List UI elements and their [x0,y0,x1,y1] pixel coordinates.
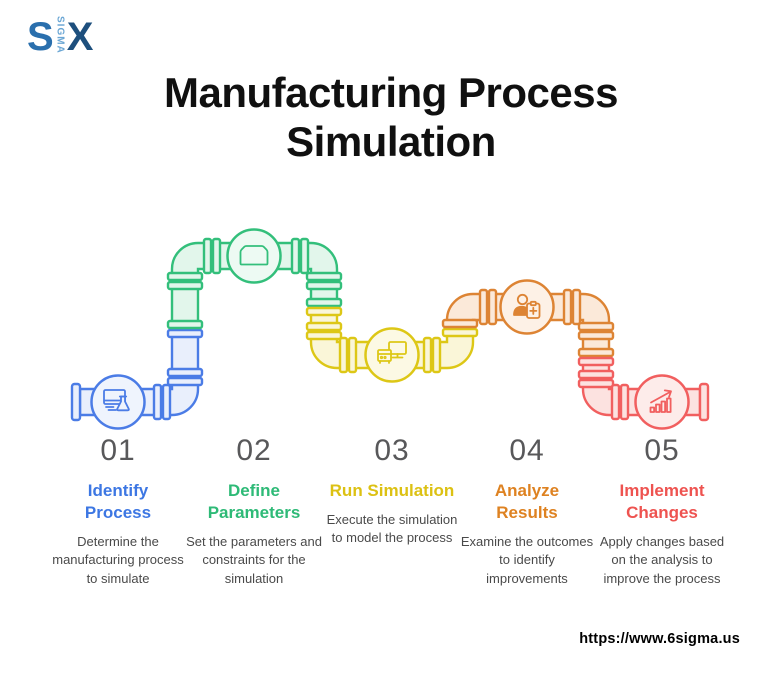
computer-flask-icon [103,389,130,412]
logo-sigma-vertical-text: SIGMA [54,16,66,54]
growth-chart-icon [649,389,672,413]
step-column-4: 04 Analyze Results Examine the outcomes … [459,434,595,588]
computer-terminal-icon [377,341,407,364]
six-sigma-logo: S SIGMA X [27,13,93,65]
step-description: Apply changes based on the analysis to i… [599,534,725,586]
pipe-flanges-yellow [305,306,479,374]
pipe-flanges-blue [152,328,204,421]
node-implement-changes [634,374,690,430]
step-description: Set the parameters and constraints for t… [186,534,322,586]
node-identify-process [90,374,146,430]
node-analyze-results [499,279,555,335]
step-number: 05 [644,434,680,467]
step-column-5: 05 Implement Changes Apply changes based… [594,434,730,588]
step-column-2: 02 Define Parameters Set the parameters … [186,434,322,588]
step-title: Run Simulation [329,481,455,500]
step-number: 02 [236,434,272,467]
node-run-simulation [364,327,420,383]
step-number: 04 [509,434,545,467]
step-title: Implement Changes [619,481,705,523]
step-column-3: 03 Run Simulation Execute the simulation… [324,434,460,547]
pipe-end-cap-left [70,382,82,422]
step-number: 03 [374,434,410,467]
page-title: Manufacturing Process Simulation [164,69,618,166]
node-define-parameters [226,228,282,284]
step-title: Define Parameters [207,481,301,523]
logo-letter-s: S [27,15,54,59]
step-description: Examine the outcomes to identify improve… [460,534,594,586]
step-column-1: 01 Identify Process Determine the manufa… [50,434,186,588]
logo-letter-x: X [66,15,94,59]
container-panel-icon [239,245,269,266]
pipe-flanges-red [577,356,630,421]
step-title: Analyze Results [494,481,560,523]
step-number: 01 [100,434,136,467]
step-description: Determine the manufacturing process to s… [52,534,184,586]
pipe-flanges-orange [441,288,615,358]
analyst-clipboard-icon [513,293,541,319]
pipe-end-cap-right [698,382,710,422]
pipe-flanges-green [166,237,343,330]
website-url[interactable]: https://www.6sigma.us [579,631,740,647]
step-description: Execute the simulation to model the proc… [326,512,458,546]
step-title: Identify Process [84,481,152,523]
